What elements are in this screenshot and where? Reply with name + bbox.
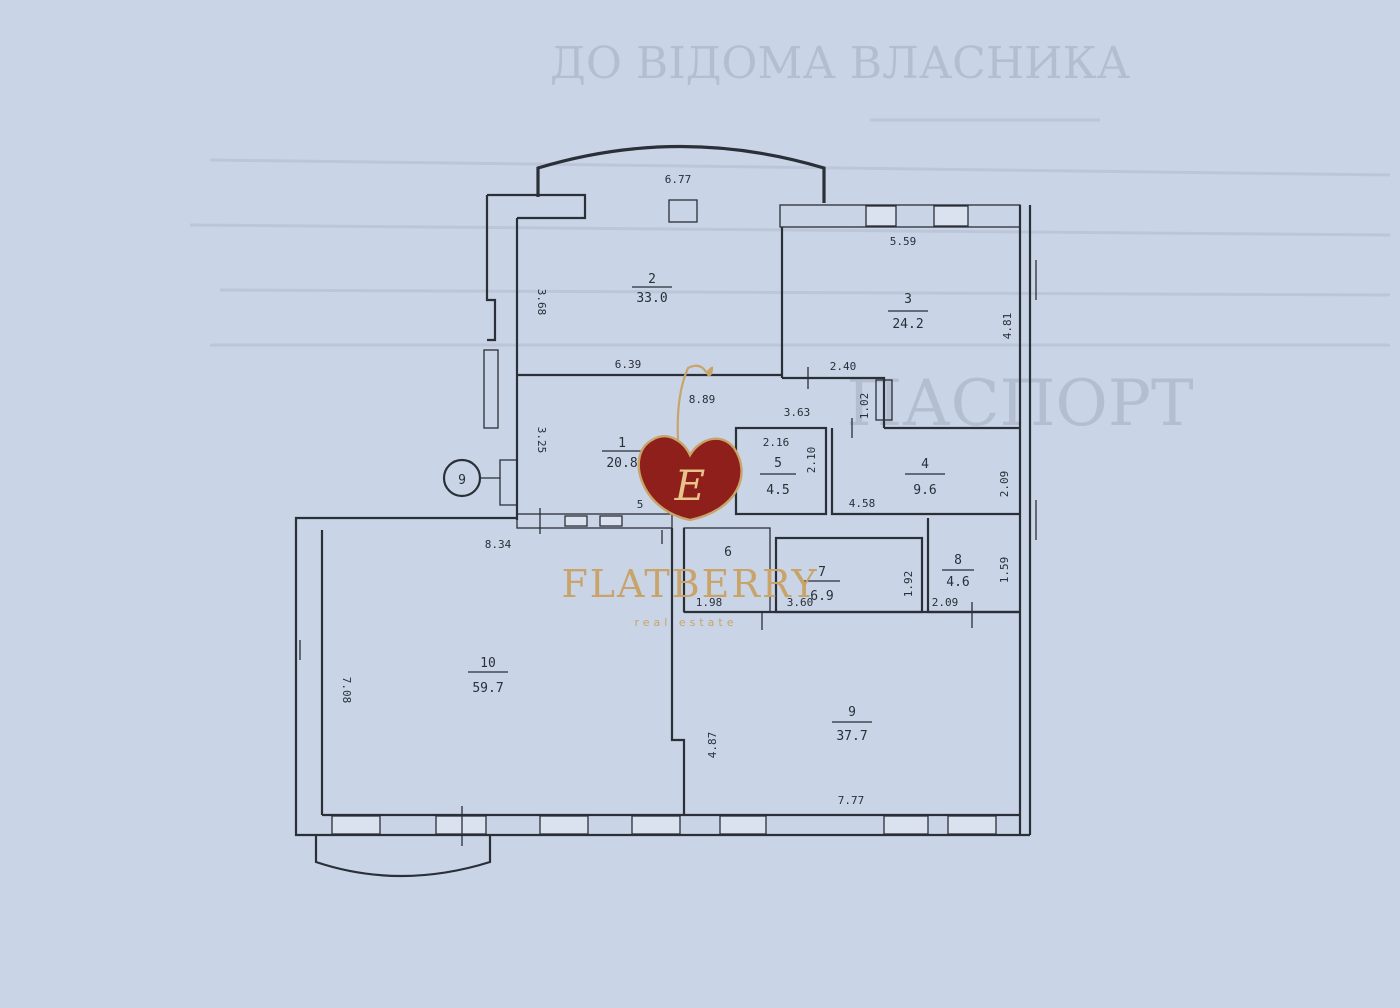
watermark-brand: FLATBERRY xyxy=(561,562,818,606)
watermark-subtitle: real estate xyxy=(635,616,738,629)
stair-marker-label: 9 xyxy=(458,473,466,488)
column xyxy=(668,199,698,223)
wall-vent-a xyxy=(564,515,588,527)
dim-3-63: 3.63 xyxy=(784,406,811,419)
window-bottom-2 xyxy=(435,815,487,835)
room-1-area: 20.8 xyxy=(606,456,637,471)
dim-1-59: 1.59 xyxy=(998,557,1011,584)
dim-1-02: 1.02 xyxy=(858,393,871,420)
room-labels: 2 33.0 3 24.2 1 20.8 5 4.5 4 9.6 6 7 6.9… xyxy=(468,272,974,744)
room-8-area: 4.6 xyxy=(946,575,969,590)
wall-room3-bottom-left xyxy=(782,376,886,428)
background-lines xyxy=(189,118,1391,347)
background-heading: ДО ВІДОМА ВЛАСНИКА xyxy=(550,38,1130,89)
dim-7-08: 7.08 xyxy=(340,677,353,704)
dim-2-09-a: 2.09 xyxy=(998,471,1011,498)
side-window xyxy=(483,349,499,429)
window-bottom-4 xyxy=(631,815,681,835)
room-3-number: 3 xyxy=(904,292,912,307)
room-8-number: 8 xyxy=(954,553,962,568)
dim-4-87: 4.87 xyxy=(706,732,719,759)
wall-room10-right xyxy=(670,528,686,815)
dim-8-34: 8.34 xyxy=(485,538,512,551)
wall-outer-bottom xyxy=(294,516,1030,837)
bay-window-arc xyxy=(536,144,826,203)
room-7-number: 7 xyxy=(818,565,826,580)
dim-2-10: 2.10 xyxy=(805,447,818,474)
room-2-area: 33.0 xyxy=(636,291,667,306)
window-bottom-5 xyxy=(719,815,767,835)
room-5-area: 4.5 xyxy=(766,483,789,498)
room-1-number: 1 xyxy=(618,436,626,451)
room-3-area: 24.2 xyxy=(892,317,923,332)
window-bottom-7 xyxy=(947,815,997,835)
room-2-number: 2 xyxy=(648,272,656,287)
window-room3-a xyxy=(865,205,897,227)
dim-4-81: 4.81 xyxy=(1001,313,1014,340)
dim-6-39: 6.39 xyxy=(615,358,642,371)
stair-line-2 xyxy=(499,478,517,506)
dim-6-77: 6.77 xyxy=(665,173,692,186)
dim-3-60: 3.60 xyxy=(787,596,814,609)
dim-3-68: 3.68 xyxy=(535,289,548,316)
window-bottom-3 xyxy=(539,815,589,835)
wall-top-left xyxy=(487,193,587,220)
window-room3-b xyxy=(933,205,969,227)
dim-2-09-b: 2.09 xyxy=(932,596,959,609)
cherry-logo-icon: E xyxy=(637,364,743,522)
floor-plan: 9 xyxy=(294,144,1037,878)
svg-text:E: E xyxy=(674,461,706,510)
wall-vent-b xyxy=(599,515,623,527)
room-7-area: 6.9 xyxy=(810,589,833,604)
room-6-number: 6 xyxy=(724,545,732,560)
dim-7-77: 7.77 xyxy=(838,794,865,807)
room-5-number: 5 xyxy=(774,456,782,471)
dim-5: 5 xyxy=(637,498,644,511)
dim-4-58: 4.58 xyxy=(849,497,876,510)
dim-1-98: 1.98 xyxy=(696,596,723,609)
wall-middle xyxy=(516,513,673,529)
stair-line xyxy=(480,459,517,479)
dim-5-59: 5.59 xyxy=(890,235,917,248)
room-9-number: 9 xyxy=(848,705,856,720)
room4-walls xyxy=(830,428,1020,516)
dim-8-89: 8.89 xyxy=(689,393,716,406)
room-9-area: 37.7 xyxy=(836,729,867,744)
balcony xyxy=(314,835,492,878)
dim-2-40: 2.40 xyxy=(830,360,857,373)
room-10-area: 59.7 xyxy=(472,681,503,696)
dim-1-92: 1.92 xyxy=(902,571,915,598)
wall-left-upper xyxy=(485,195,497,342)
dimension-labels: 6.77 5.59 3.68 4.81 6.39 2.40 8.89 3.63 … xyxy=(340,173,1014,807)
room-4-area: 9.6 xyxy=(913,483,936,498)
window-bottom-6 xyxy=(883,815,929,835)
room-4-number: 4 xyxy=(921,457,929,472)
dim-3-25: 3.25 xyxy=(535,427,548,454)
window-bottom-1 xyxy=(331,815,381,835)
room-10-number: 10 xyxy=(480,656,496,671)
niche xyxy=(875,379,893,421)
wall-top-right xyxy=(779,204,1021,228)
dim-2-16: 2.16 xyxy=(763,436,790,449)
